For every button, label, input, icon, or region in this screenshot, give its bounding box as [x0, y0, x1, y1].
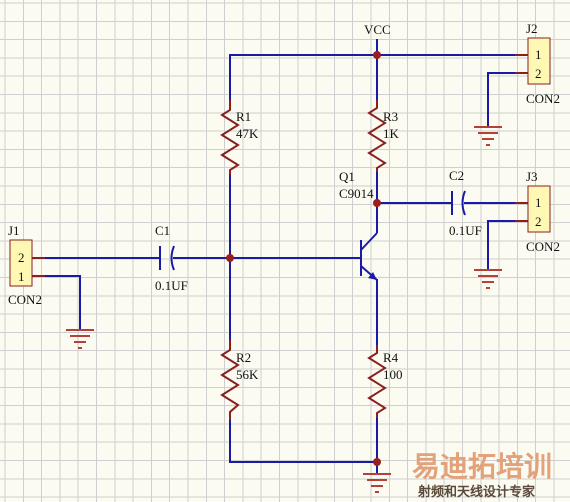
r4-body: [367, 345, 387, 418]
c2-value: 0.1UF: [449, 223, 482, 238]
r4-ref: R4: [383, 350, 399, 365]
j3-type: CON2: [526, 239, 560, 254]
junction-ground: [373, 458, 381, 466]
r3-ref: R3: [383, 109, 398, 124]
j1-body: [9, 239, 33, 287]
watermark: 易迪拓培训 射频和天线设计专家: [412, 450, 552, 500]
connector-j3[interactable]: 1 2 J3 CON2: [515, 169, 560, 254]
watermark-sub-text: 射频和天线设计专家: [417, 484, 536, 500]
c1-ref: C1: [155, 223, 170, 238]
j3-pin-label-top: 1: [535, 195, 542, 210]
c2-ref: C2: [449, 168, 464, 183]
junction-base: [226, 254, 234, 262]
ground-j2[interactable]: [474, 126, 502, 146]
c1-value: 0.1UF: [155, 278, 188, 293]
ground-j3[interactable]: [474, 269, 502, 289]
c2-plate-right: [461, 190, 466, 216]
r3-body: [367, 100, 387, 172]
j2-type: CON2: [526, 91, 560, 106]
junction-collector: [373, 199, 381, 207]
j1-ref: J1: [8, 223, 20, 238]
ground-j1[interactable]: [66, 329, 94, 349]
q1-ref: Q1: [339, 169, 355, 184]
j3-pin-label-bottom: 2: [535, 214, 542, 229]
capacitor-c2[interactable]: C2 0.1UF: [449, 168, 482, 238]
q1-emitter-arrow: [368, 272, 377, 280]
transistor-q1[interactable]: Q1 C9014: [339, 169, 378, 281]
resistor-r1[interactable]: R1 47K: [220, 100, 259, 175]
net-label-vcc[interactable]: VCC: [364, 22, 391, 37]
q1-collector-lead: [360, 232, 378, 251]
r1-ref: R1: [236, 109, 251, 124]
wires: [44, 39, 516, 473]
capacitor-c1[interactable]: C1 0.1UF: [155, 223, 188, 293]
junctions: [226, 51, 381, 466]
r1-body: [220, 100, 240, 175]
r2-value: 56K: [236, 367, 259, 382]
q1-value: C9014: [339, 186, 374, 201]
junction-vcc: [373, 51, 381, 59]
j2-pin-label-bottom: 2: [535, 66, 542, 81]
ground-main[interactable]: [363, 473, 391, 493]
j2-body: [527, 37, 551, 85]
j1-pin-label-top: 2: [18, 250, 25, 265]
j3-body: [527, 185, 551, 233]
r2-ref: R2: [236, 350, 251, 365]
j3-ref: J3: [526, 169, 538, 184]
connector-j1[interactable]: 2 1 J1 CON2: [8, 223, 45, 307]
resistor-r2[interactable]: R2 56K: [220, 340, 259, 420]
j1-type: CON2: [8, 292, 42, 307]
resistor-r3[interactable]: R3 1K: [367, 100, 400, 172]
r1-value: 47K: [236, 126, 259, 141]
resistor-r4[interactable]: R4 100: [367, 345, 403, 418]
c1-plate-right: [170, 245, 175, 271]
j1-pin-label-bottom: 1: [18, 269, 25, 284]
r2-body: [220, 340, 240, 420]
watermark-main-text: 易迪拓培训: [412, 450, 552, 483]
r3-value: 1K: [383, 126, 400, 141]
j2-ref: J2: [526, 21, 538, 36]
connector-j2[interactable]: 1 2 J2 CON2: [515, 21, 560, 106]
j2-pin-label-top: 1: [535, 47, 542, 62]
r4-value: 100: [383, 367, 403, 382]
